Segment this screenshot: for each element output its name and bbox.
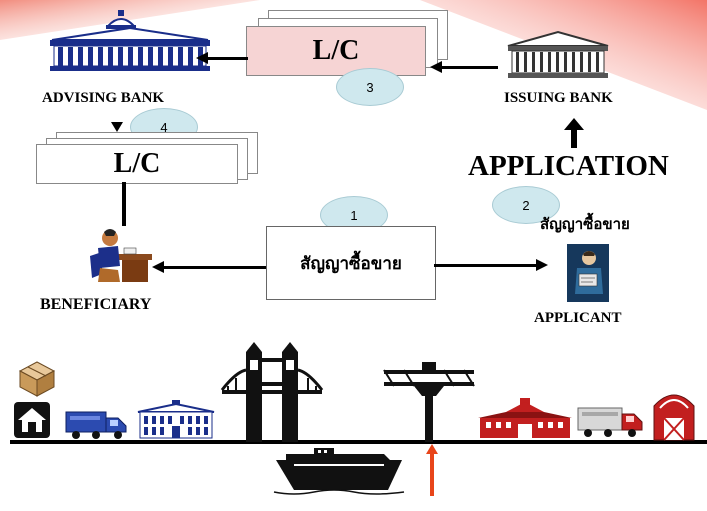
step-2-marker: 2 bbox=[492, 186, 560, 224]
step-2-number: 2 bbox=[522, 197, 530, 213]
blue-truck-icon bbox=[65, 411, 127, 439]
sales-contract-box: สัญญาซื้อขาย bbox=[266, 226, 436, 300]
beneficiary-person-icon bbox=[90, 229, 152, 282]
sales-contract-text: สัญญาซื้อขาย bbox=[300, 253, 402, 274]
orange-up-arrow bbox=[426, 444, 438, 496]
arrowhead-advising-down bbox=[111, 122, 123, 132]
issuing-bank-label: ISSUING BANK bbox=[504, 90, 613, 106]
lc-left-doc: L/C bbox=[36, 144, 238, 184]
arrowhead-contract-to-applicant bbox=[536, 259, 548, 271]
step-3-number: 3 bbox=[366, 79, 374, 95]
arrow-contract-to-applicant bbox=[434, 264, 538, 267]
issuing-bank-icon bbox=[507, 30, 609, 78]
arrowhead-issuing-to-lc bbox=[430, 61, 442, 73]
ground-line bbox=[10, 440, 707, 444]
arrow-contract-to-beneficiary bbox=[162, 266, 266, 269]
arrow-issuing-to-lc bbox=[440, 66, 498, 69]
red-barn-icon bbox=[653, 394, 695, 441]
grey-truck-icon bbox=[577, 407, 643, 437]
bridge-icon bbox=[220, 342, 324, 442]
lc-top-doc: L/C bbox=[246, 26, 426, 76]
step-1-number: 1 bbox=[350, 207, 358, 223]
customs-house-icon bbox=[137, 400, 215, 439]
arrow-lc-to-beneficiary bbox=[122, 182, 126, 226]
package-box-icon bbox=[18, 361, 56, 397]
cargo-ship-icon bbox=[273, 448, 405, 495]
advising-bank-label: ADVISING BANK bbox=[42, 90, 165, 106]
arrow-lc-to-advising bbox=[206, 57, 248, 60]
applicant-contract-caption: สัญญาซื้อขาย bbox=[540, 215, 630, 233]
beneficiary-label: BENEFICIARY bbox=[40, 296, 152, 313]
application-label: APPLICATION bbox=[468, 150, 669, 182]
port-crane-icon bbox=[383, 362, 475, 442]
arrowhead-lc-to-advising bbox=[196, 52, 208, 64]
arrowhead-contract-to-beneficiary bbox=[152, 261, 164, 273]
applicant-person-icon bbox=[567, 244, 609, 302]
house-sign-icon bbox=[14, 402, 50, 438]
lc-left-label: L/C bbox=[113, 148, 161, 179]
red-warehouse-icon bbox=[478, 398, 572, 438]
lc-top-label: L/C bbox=[312, 35, 360, 66]
advising-bank-icon bbox=[50, 10, 210, 71]
step-3-marker: 3 bbox=[336, 68, 404, 106]
step-4-number: 4 bbox=[160, 119, 168, 135]
applicant-label: APPLICANT bbox=[534, 310, 622, 326]
arrow-application-to-issuing bbox=[564, 118, 584, 148]
